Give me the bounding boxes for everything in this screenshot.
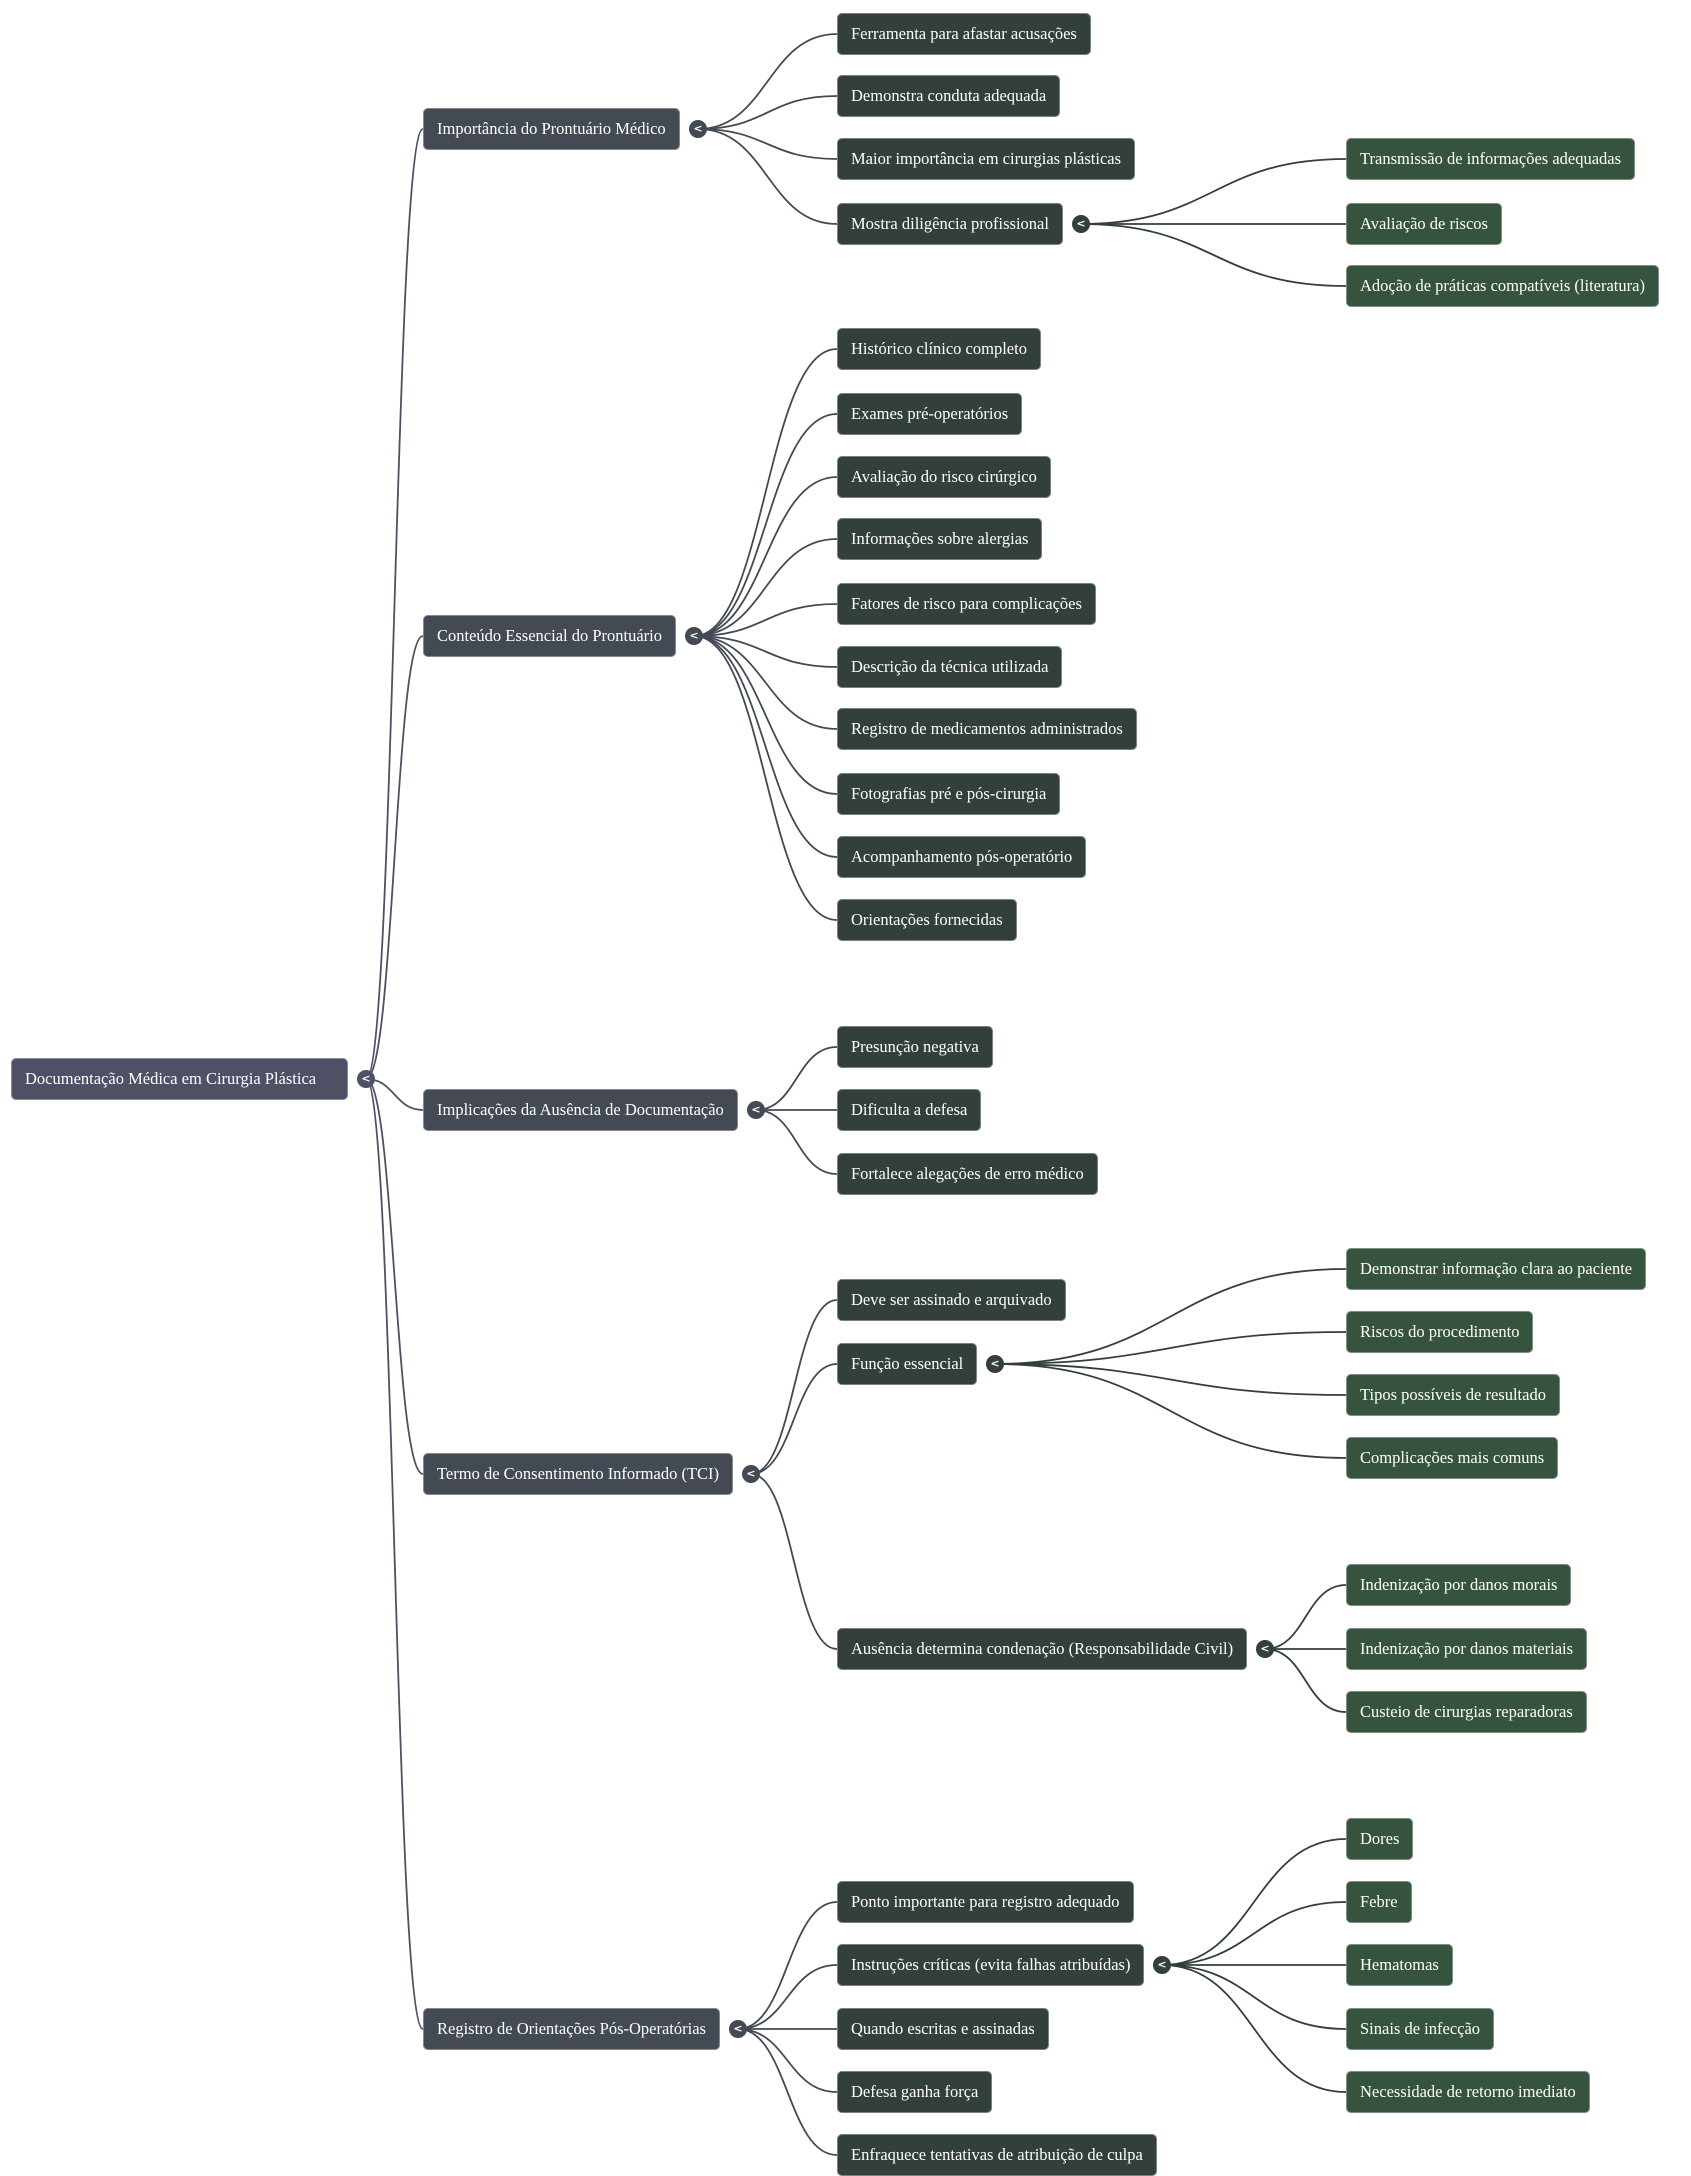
connector-line — [1161, 1838, 1347, 1966]
leaf-node[interactable]: Acompanhamento pós-operatório — [837, 836, 1087, 878]
detail-node[interactable]: Hematomas — [1346, 1944, 1453, 1986]
connector-line — [1080, 223, 1347, 287]
connector-line — [755, 1046, 838, 1111]
collapse-toggle-chevron-left-icon[interactable]: < — [1256, 1640, 1274, 1658]
subbranch-node[interactable]: Mostra diligência profissional — [837, 203, 1063, 245]
connector-line — [1264, 1584, 1347, 1650]
connector-line — [365, 635, 424, 1080]
detail-node[interactable]: Tipos possíveis de resultado — [1346, 1374, 1560, 1416]
subbranch-node[interactable]: Função essencial — [837, 1343, 978, 1385]
connector-line — [697, 95, 838, 130]
detail-node[interactable]: Demonstrar informação clara ao paciente — [1346, 1248, 1647, 1290]
leaf-node[interactable]: Fotografias pré e pós-cirurgia — [837, 773, 1061, 815]
connector-line — [994, 1268, 1347, 1365]
connector-line — [1264, 1648, 1347, 1713]
branch-node-implicacoes[interactable]: Implicações da Ausência de Documentação — [423, 1089, 738, 1131]
connector-line — [693, 603, 838, 637]
connector-line — [693, 538, 838, 637]
connector-line — [365, 1078, 424, 1475]
connector-line — [750, 1363, 838, 1475]
branch-node-conteudo[interactable]: Conteúdo Essencial do Prontuário — [423, 615, 677, 657]
connector-line — [697, 128, 838, 225]
branch-node-tci[interactable]: Termo de Consentimento Informado (TCI) — [423, 1453, 734, 1495]
leaf-node[interactable]: Ferramenta para afastar acusações — [837, 13, 1091, 55]
connector-line — [737, 1964, 838, 2030]
collapse-toggle-chevron-left-icon[interactable]: < — [986, 1355, 1004, 1373]
connector-line — [994, 1363, 1347, 1459]
connector-line — [750, 1299, 838, 1475]
leaf-node[interactable]: Presunção negativa — [837, 1026, 993, 1068]
connector-line — [365, 128, 424, 1080]
connector-line — [1080, 158, 1347, 225]
leaf-node[interactable]: Descrição da técnica utilizada — [837, 646, 1063, 688]
detail-node[interactable]: Custeio de cirurgias reparadoras — [1346, 1691, 1587, 1733]
collapse-toggle-chevron-left-icon[interactable]: < — [747, 1101, 765, 1119]
leaf-node[interactable]: Avaliação do risco cirúrgico — [837, 456, 1051, 498]
connector-line — [693, 413, 838, 637]
collapse-toggle-chevron-left-icon[interactable]: < — [1153, 1956, 1171, 1974]
connector-line — [693, 348, 838, 637]
leaf-node[interactable]: Histórico clínico completo — [837, 328, 1041, 370]
collapse-toggle-chevron-left-icon[interactable]: < — [689, 120, 707, 138]
collapse-toggle-chevron-left-icon[interactable]: < — [1072, 215, 1090, 233]
connector-line — [697, 33, 838, 130]
detail-node[interactable]: Complicações mais comuns — [1346, 1437, 1559, 1479]
detail-node[interactable]: Adoção de práticas compatíveis (literatu… — [1346, 265, 1659, 307]
detail-node[interactable]: Indenização por danos morais — [1346, 1564, 1572, 1606]
connector-line — [994, 1331, 1347, 1365]
leaf-node[interactable]: Enfraquece tentativas de atribuição de c… — [837, 2134, 1157, 2176]
detail-node[interactable]: Febre — [1346, 1881, 1412, 1923]
branch-node-importancia[interactable]: Importância do Prontuário Médico — [423, 108, 680, 150]
detail-node[interactable]: Sinais de infecção — [1346, 2008, 1495, 2050]
connector-line — [693, 635, 838, 921]
branch-node-registro[interactable]: Registro de Orientações Pós-Operatórias — [423, 2008, 720, 2050]
connector-line — [365, 1078, 424, 2030]
connector-line — [737, 2028, 838, 2093]
connector-line — [693, 635, 838, 795]
detail-node[interactable]: Transmissão de informações adequadas — [1346, 138, 1636, 180]
leaf-node[interactable]: Fatores de risco para complicações — [837, 583, 1096, 625]
root-node[interactable]: Documentação Médica em Cirurgia Plástica — [11, 1058, 348, 1100]
subbranch-node[interactable]: Instruções críticas (evita falhas atribu… — [837, 1944, 1145, 1986]
collapse-toggle-chevron-left-icon[interactable]: < — [742, 1465, 760, 1483]
connector-line — [1161, 1901, 1347, 1966]
detail-node[interactable]: Dores — [1346, 1818, 1414, 1860]
connector-line — [737, 1901, 838, 2030]
connector-line — [693, 635, 838, 668]
detail-node[interactable]: Riscos do procedimento — [1346, 1311, 1534, 1353]
connector-line — [994, 1363, 1347, 1396]
detail-node[interactable]: Indenização por danos materiais — [1346, 1628, 1588, 1670]
connector-line — [693, 635, 838, 730]
leaf-node[interactable]: Registro de medicamentos administrados — [837, 708, 1137, 750]
leaf-node[interactable]: Quando escritas e assinadas — [837, 2008, 1049, 2050]
leaf-node[interactable]: Defesa ganha força — [837, 2071, 993, 2113]
leaf-node[interactable]: Orientações fornecidas — [837, 899, 1017, 941]
connector-line — [697, 128, 838, 160]
leaf-node[interactable]: Fortalece alegações de erro médico — [837, 1153, 1098, 1195]
connector-line — [755, 1109, 838, 1175]
detail-node[interactable]: Avaliação de riscos — [1346, 203, 1502, 245]
leaf-node[interactable]: Informações sobre alergias — [837, 518, 1043, 560]
collapse-toggle-chevron-left-icon[interactable]: < — [357, 1070, 375, 1088]
leaf-node[interactable]: Exames pré-operatórios — [837, 393, 1023, 435]
leaf-node[interactable]: Deve ser assinado e arquivado — [837, 1279, 1066, 1321]
collapse-toggle-chevron-left-icon[interactable]: < — [685, 627, 703, 645]
leaf-node[interactable]: Demonstra conduta adequada — [837, 75, 1061, 117]
connector-line — [737, 2028, 838, 2156]
detail-node[interactable]: Necessidade de retorno imediato — [1346, 2071, 1590, 2113]
leaf-node[interactable]: Maior importância em cirurgias plásticas — [837, 138, 1136, 180]
collapse-toggle-chevron-left-icon[interactable]: < — [729, 2020, 747, 2038]
connector-line — [1161, 1964, 1347, 2093]
leaf-node[interactable]: Ponto importante para registro adequado — [837, 1881, 1134, 1923]
connector-line — [1161, 1964, 1347, 2030]
connector-line — [693, 635, 838, 858]
leaf-node[interactable]: Dificulta a defesa — [837, 1089, 982, 1131]
subbranch-node[interactable]: Ausência determina condenação (Responsab… — [837, 1628, 1248, 1670]
connector-line — [693, 476, 838, 637]
connector-line — [750, 1473, 838, 1650]
